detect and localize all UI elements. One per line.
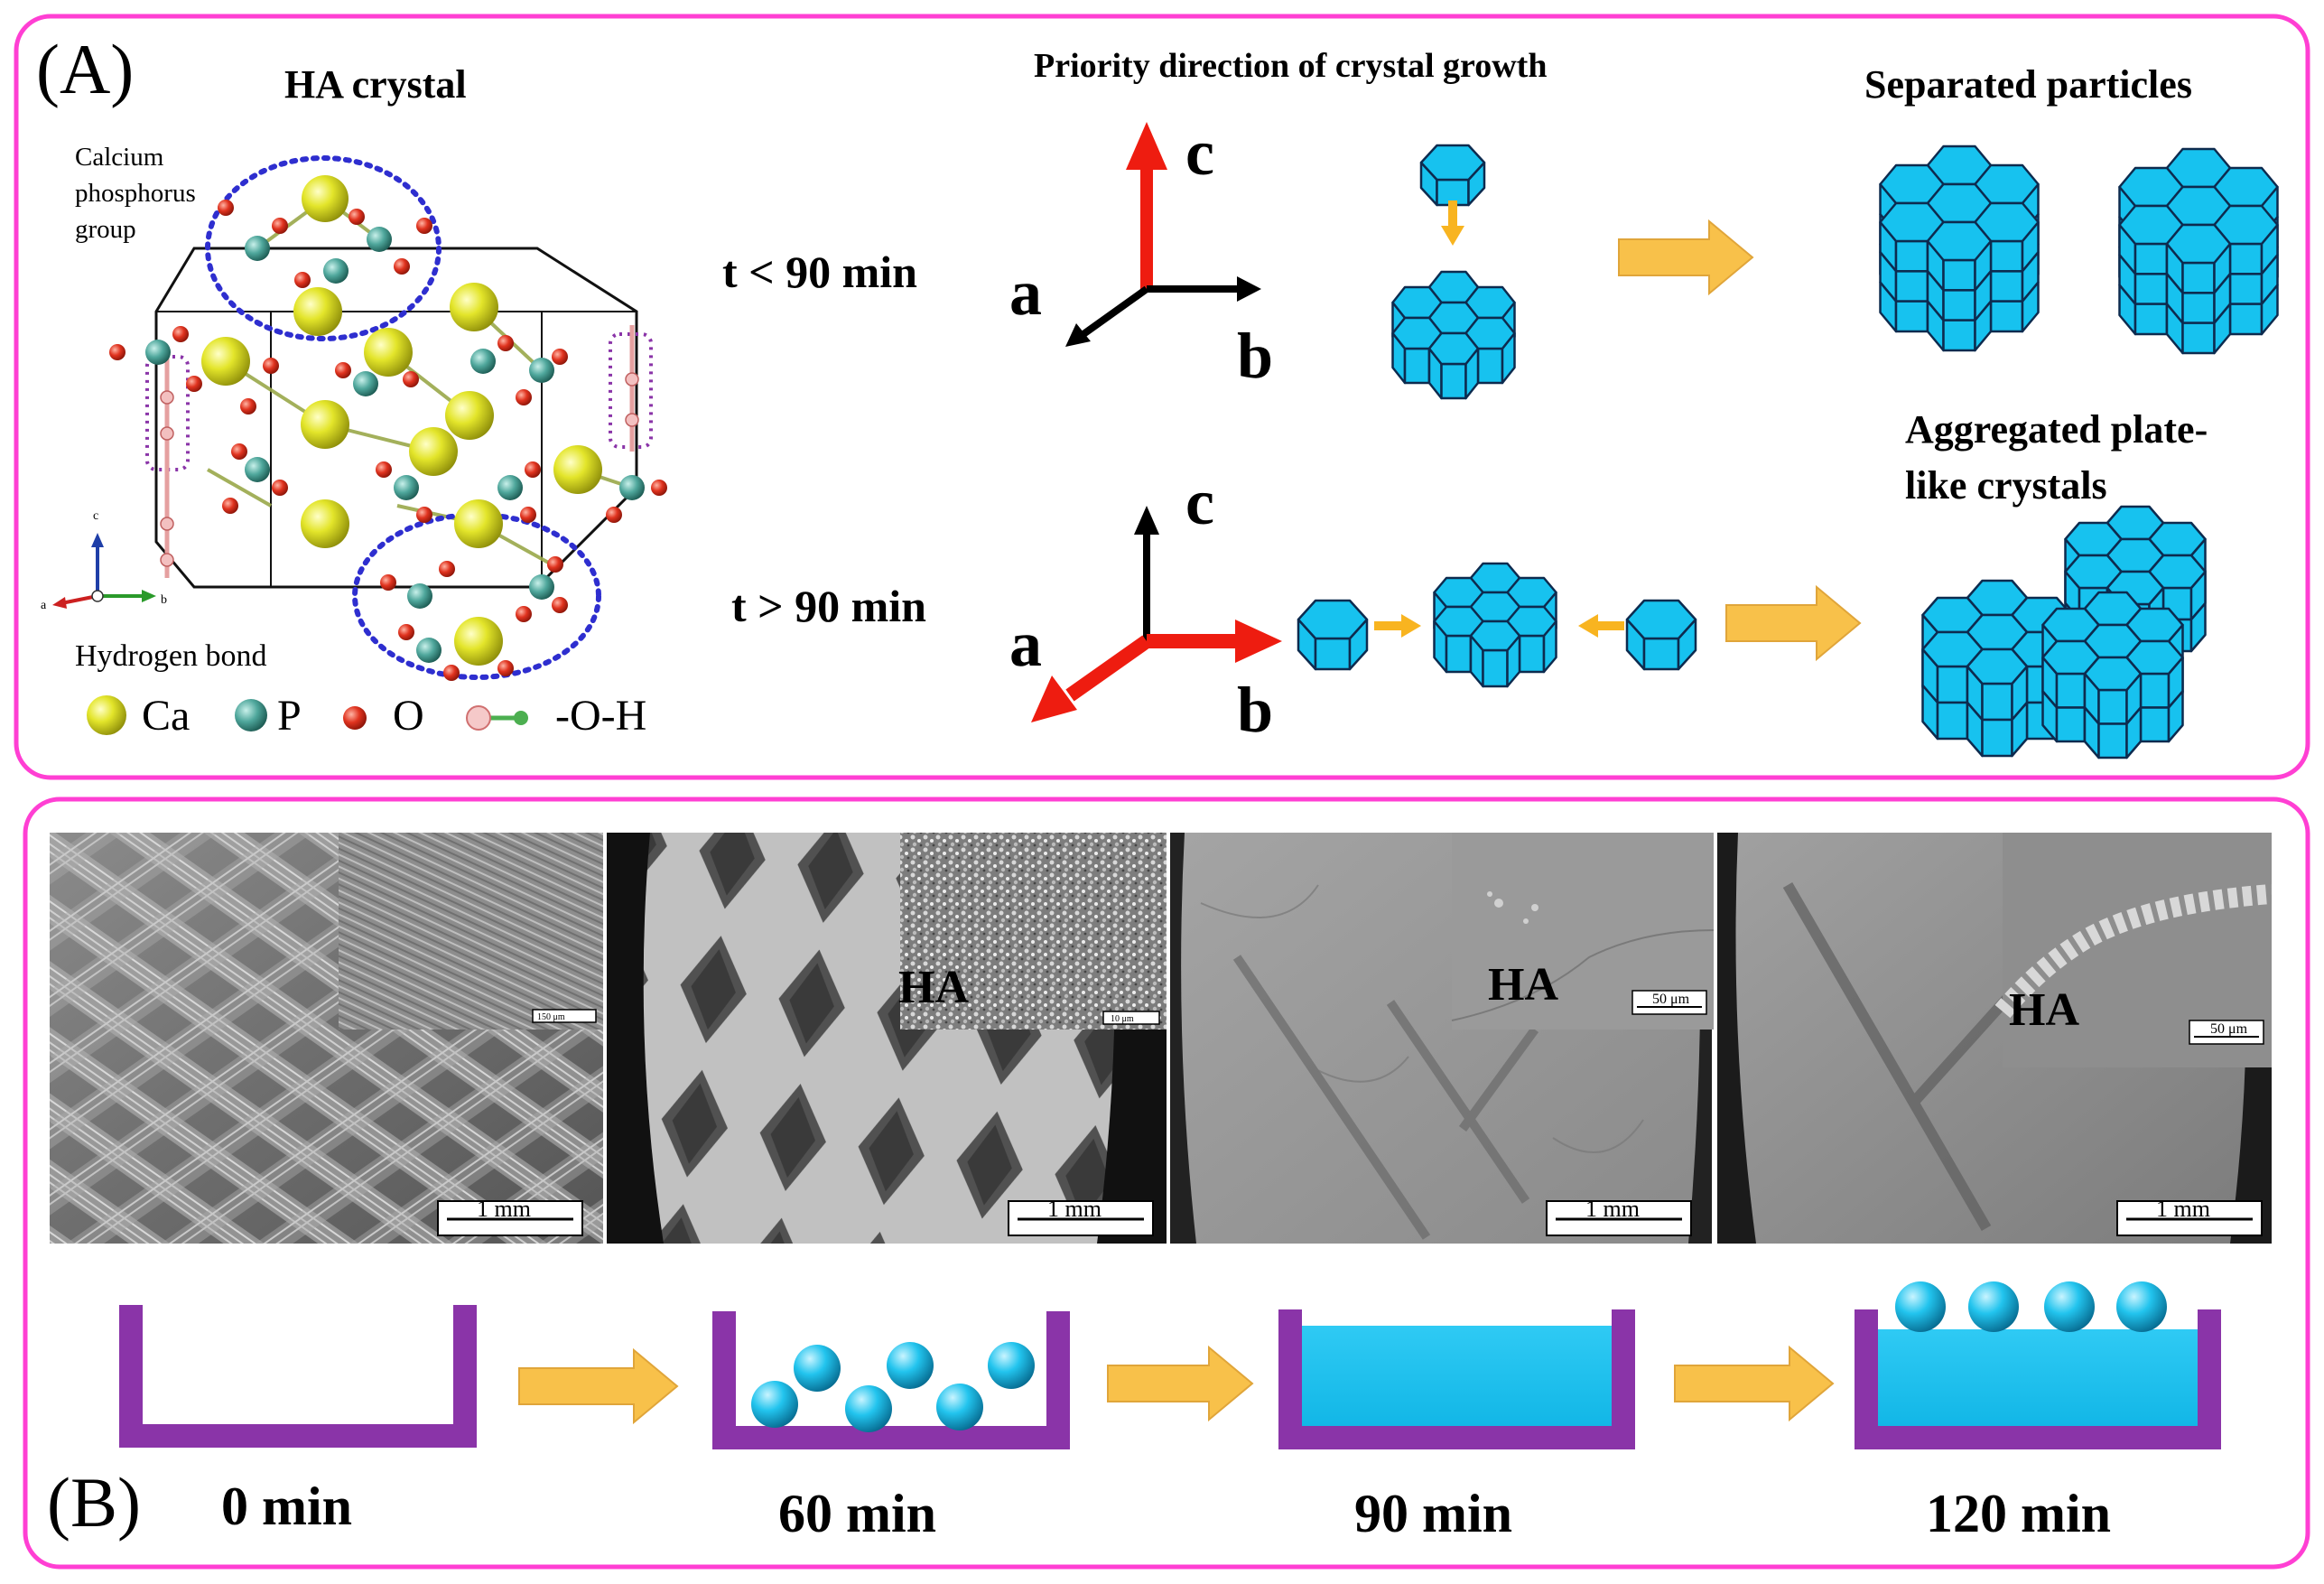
axis-a-row2: a xyxy=(1009,608,1042,680)
axis-b-row1: b xyxy=(1237,320,1273,392)
small-axis-c: c xyxy=(93,509,98,523)
single-crystal-unit xyxy=(1419,144,1486,207)
separated-particles-title: Separated particles xyxy=(1864,62,2192,107)
atom-legend: Ca P O -O-H xyxy=(87,692,646,740)
ha-particle xyxy=(845,1385,892,1432)
sem-image-90min: HA 50 μm 1 mm xyxy=(1170,833,1715,1244)
aggregated-title-line1: Aggregated plate- xyxy=(1905,407,2208,452)
panel-b-letter: (B) xyxy=(47,1463,141,1542)
inset-scale-0min: 150 μm xyxy=(537,1012,565,1022)
scale-bar-60min: 1 mm xyxy=(1047,1196,1102,1222)
panel-a-frame xyxy=(14,14,2310,780)
svg-text:group: group xyxy=(75,215,136,244)
ha-particle xyxy=(794,1345,841,1392)
sem-inset-60min xyxy=(900,833,1167,1030)
ha-layer xyxy=(1297,1326,1613,1430)
container-0min xyxy=(119,1305,477,1448)
ha-crystal-structure xyxy=(109,155,667,681)
ha-particle xyxy=(2116,1281,2167,1332)
svg-text:phosphorus: phosphorus xyxy=(75,179,196,208)
ha-particle xyxy=(1895,1281,1946,1332)
separated-particle-1 xyxy=(1879,144,2040,352)
crystal-cluster-row1 xyxy=(1391,270,1516,400)
inset-label-120min: HA xyxy=(2009,984,2079,1036)
aggregated-title-line2: like crystals xyxy=(1905,463,2107,508)
axis-c-row2: c xyxy=(1185,466,1214,538)
inset-label-90min: HA xyxy=(1488,959,1558,1011)
arrow-right-row2 xyxy=(1374,614,1421,638)
sem-image-60min: HA 10 μm 1 mm xyxy=(607,833,1167,1244)
crystal-title: HA crystal xyxy=(284,62,467,107)
scale-bar-120min: 1 mm xyxy=(2156,1196,2210,1222)
arrow-down-row1 xyxy=(1441,200,1464,246)
separated-particle-2 xyxy=(2118,147,2279,355)
scale-bar-0min: 1 mm xyxy=(477,1196,531,1222)
calcium-phosphorus-label: Calcium phosphorus group xyxy=(75,143,196,244)
o-legend-label: O xyxy=(393,692,424,740)
ha-particle xyxy=(936,1384,983,1430)
inset-scale-90min: 50 μm xyxy=(1652,992,1690,1007)
p-legend-label: P xyxy=(277,692,302,740)
container-60min xyxy=(712,1311,1070,1449)
arrow-to-separated xyxy=(1618,219,1754,296)
arrow-to-aggregated xyxy=(1725,584,1862,662)
axis-c-row1: c xyxy=(1185,116,1214,189)
stage-label-0min: 0 min xyxy=(221,1477,352,1536)
ca-legend-label: Ca xyxy=(142,692,190,740)
ha-layer xyxy=(1874,1329,2201,1430)
o-legend-icon xyxy=(343,706,367,730)
sem-inset-0min xyxy=(339,833,603,1030)
big-transition-arrows xyxy=(518,219,1862,1425)
crystal-axis-indicator: c a b xyxy=(41,509,167,612)
aggregated-crystal-front-right xyxy=(2041,591,2184,759)
ha-particle xyxy=(751,1381,798,1428)
panel-b-frame xyxy=(23,797,2310,1570)
sem-image-120min: HA 50 μm 1 mm xyxy=(1717,833,2273,1244)
row1-time-label: t < 90 min xyxy=(722,247,917,297)
small-axis-a: a xyxy=(41,599,47,612)
panel-a-letter: (A) xyxy=(36,30,134,108)
stage-label-60min: 60 min xyxy=(778,1484,936,1543)
stage-label-120min: 120 min xyxy=(1926,1484,2111,1543)
arrow-stage-0-to-60 xyxy=(518,1347,679,1425)
row2-time-label: t > 90 min xyxy=(731,581,926,631)
arrow-left-row2 xyxy=(1578,614,1624,638)
inset-scale-120min: 50 μm xyxy=(2210,1021,2248,1037)
single-crystal-unit xyxy=(1625,599,1697,671)
ca-legend-icon xyxy=(87,695,126,735)
oh-legend-label: -O-H xyxy=(555,692,646,740)
hexagonal-crystals xyxy=(1297,144,2279,759)
axes-row1: c a b xyxy=(1009,116,1273,392)
axes-row2: c a b xyxy=(1009,466,1282,746)
inset-label-60min: HA xyxy=(898,962,969,1013)
crystal-cluster-row2 xyxy=(1433,562,1557,688)
sem-image-0min: 150 μm 1 mm xyxy=(50,833,603,1244)
scale-bar-90min: 1 mm xyxy=(1585,1196,1640,1222)
container-120min xyxy=(1855,1281,2221,1449)
oh-legend-icon xyxy=(466,705,491,731)
small-axis-b: b xyxy=(161,593,167,607)
calcium-phosphorus-group-top xyxy=(205,155,442,341)
ha-particle xyxy=(1968,1281,2019,1332)
p-legend-icon xyxy=(235,699,267,731)
growth-arrows xyxy=(1374,200,1624,638)
ha-particle xyxy=(2044,1281,2095,1332)
axis-b-row2: b xyxy=(1237,674,1273,746)
axis-a-row1: a xyxy=(1009,256,1042,329)
growth-direction-title: Priority direction of crystal growth xyxy=(1034,47,1547,85)
inset-scale-60min: 10 μm xyxy=(1111,1014,1134,1024)
arrow-stage-90-to-120 xyxy=(1674,1345,1835,1422)
arrow-stage-60-to-90 xyxy=(1107,1345,1254,1422)
hydrogen-bond-label: Hydrogen bond xyxy=(75,639,266,673)
svg-text:Calcium: Calcium xyxy=(75,143,164,172)
stage-label-90min: 90 min xyxy=(1354,1484,1512,1543)
container-90min xyxy=(1278,1309,1635,1449)
single-crystal-unit xyxy=(1297,599,1369,671)
ha-particle xyxy=(988,1342,1035,1389)
ha-particle xyxy=(887,1342,934,1389)
